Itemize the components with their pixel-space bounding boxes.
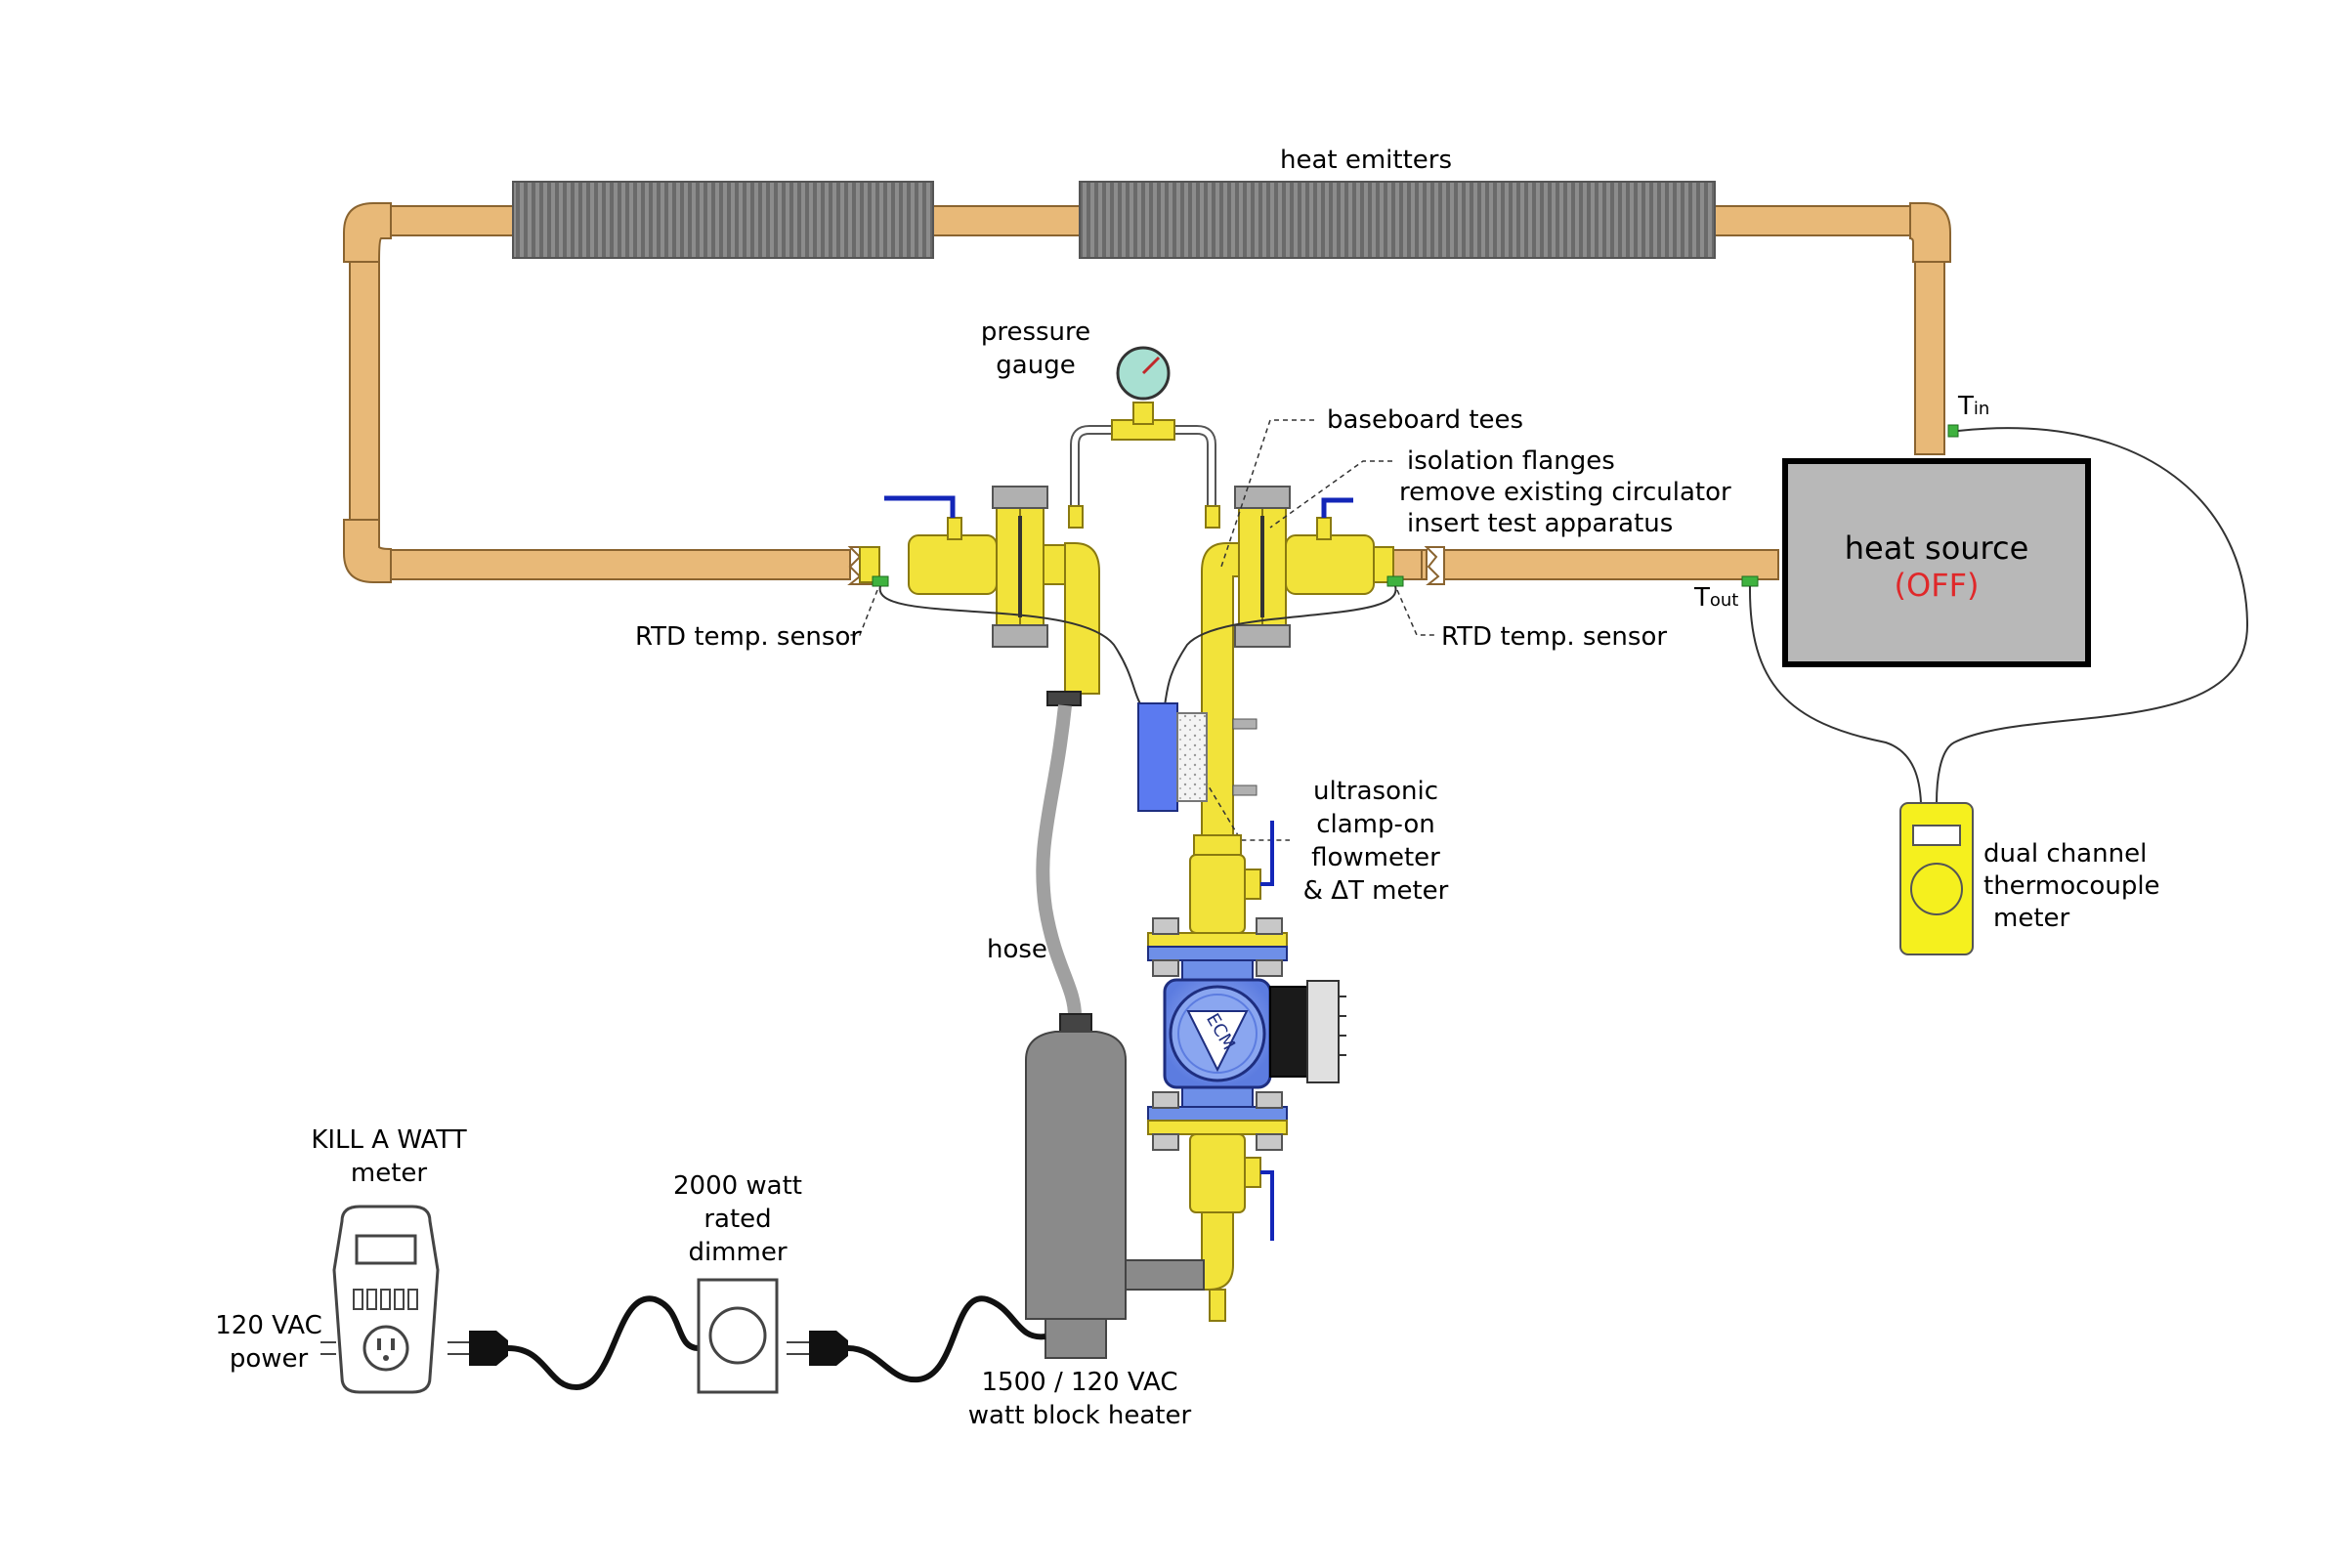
block-heater [1025, 1013, 1205, 1359]
label-rtd-right: RTD temp. sensor [1441, 622, 1667, 652]
label-heat-emitters: heat emitters [1280, 146, 1452, 175]
label-heater-1: 1500 / 120 VAC [982, 1368, 1178, 1397]
kill-a-watt-meter [332, 1205, 440, 1394]
lower-pump-valve-handle [1260, 1170, 1274, 1241]
thermo-meter-display [1912, 825, 1961, 846]
dimmer-knob [708, 1306, 767, 1365]
left-flange-plate [996, 507, 1021, 626]
label-baseboard-tees: baseboard tees [1327, 405, 1523, 435]
label-flowmeter-2: clamp-on [1316, 810, 1435, 839]
label-flowmeter-3: flowmeter [1311, 843, 1440, 872]
ecm-badge [1186, 1010, 1249, 1073]
heat-source-box: heat source (OFF) [1782, 458, 2091, 667]
heat-source-label: heat source [1845, 530, 2029, 567]
thermo-meter-dial [1910, 863, 1963, 915]
wall-plug-prongs [320, 1341, 336, 1355]
label-dimmer-1: 2000 watt [673, 1171, 802, 1201]
pump-control-box [1269, 986, 1308, 1078]
rtd-wires [878, 585, 1397, 706]
thermo-label-2: thermocouple [1983, 871, 2160, 901]
thermo-label-3: meter [1993, 904, 2070, 933]
left-valve-handle [884, 495, 956, 518]
plug-into-dimmer [787, 1331, 848, 1366]
ultrasonic-flowmeter [1137, 702, 1258, 812]
dimmer-switch [697, 1278, 779, 1394]
label-power-2: power [230, 1344, 309, 1374]
rtd-leader-lines [848, 589, 1436, 636]
label-power-1: 120 VAC [215, 1311, 322, 1340]
copper-piping-loop [349, 205, 1945, 580]
lower-pump-valve [1123, 1091, 1288, 1322]
thermo-label-1: dual channel [1983, 839, 2147, 869]
pipe-elbows [343, 202, 1951, 583]
kill-a-watt-display [355, 1234, 417, 1265]
upper-pump-valve [1147, 821, 1288, 977]
rtd-sensor-left [872, 575, 889, 587]
cord-to-heater [847, 1295, 1046, 1383]
label-killawatt-2: meter [351, 1159, 428, 1188]
left-isolation-valve [859, 486, 1084, 648]
right-valve-handle [1321, 497, 1353, 518]
label-isolation-flanges: isolation flanges [1407, 446, 1615, 476]
heat-emitter-right [1079, 181, 1716, 259]
thermocouple-wires [1748, 427, 2249, 804]
label-insert-apparatus: insert test apparatus [1407, 509, 1673, 538]
plug-into-kill-a-watt [448, 1331, 508, 1366]
label-flowmeter-4: & ΔT meter [1303, 876, 1449, 906]
label-heater-2: watt block heater [968, 1401, 1192, 1430]
flowmeter-clamp [1176, 712, 1208, 802]
label-remove-circulator: remove existing circulator [1399, 478, 1731, 507]
label-hose: hose [987, 935, 1047, 964]
kill-a-watt-outlet [362, 1325, 409, 1372]
pressure-gauge-needle [1141, 356, 1161, 375]
t-out-label: Tout [1693, 583, 1738, 613]
left-baseboard-tee [1046, 542, 1100, 706]
label-rtd-left: RTD temp. sensor [635, 622, 861, 652]
heat-source-state: (OFF) [1895, 567, 1980, 604]
hose [1036, 704, 1082, 1017]
right-baseboard-tee [1201, 542, 1240, 841]
cord-to-dimmer [507, 1295, 700, 1391]
right-isolation-valve [1234, 486, 1394, 648]
label-pressure-1: pressure [981, 318, 1090, 347]
heat-emitter-left [512, 181, 934, 259]
pressure-gauge-assembly [1068, 346, 1220, 529]
drain-valve [1209, 1289, 1226, 1322]
label-pressure-2: gauge [996, 351, 1075, 380]
t-in-sensor [1947, 424, 1959, 438]
thermocouple-meter [1899, 802, 1974, 955]
ecm-circulator-pump: ECM [1163, 959, 1346, 1108]
label-killawatt-1: KILL A WATT [311, 1125, 466, 1155]
flowmeter-display-unit [1137, 702, 1178, 812]
label-dimmer-3: dimmer [688, 1238, 787, 1267]
upper-pump-valve-handle [1260, 821, 1274, 886]
rtd-sensor-right [1386, 575, 1404, 587]
label-dimmer-2: rated [704, 1205, 771, 1234]
t-out-sensor [1741, 575, 1759, 587]
label-flowmeter-1: ultrasonic [1313, 777, 1438, 806]
t-in-label: Tin [1957, 392, 1989, 421]
